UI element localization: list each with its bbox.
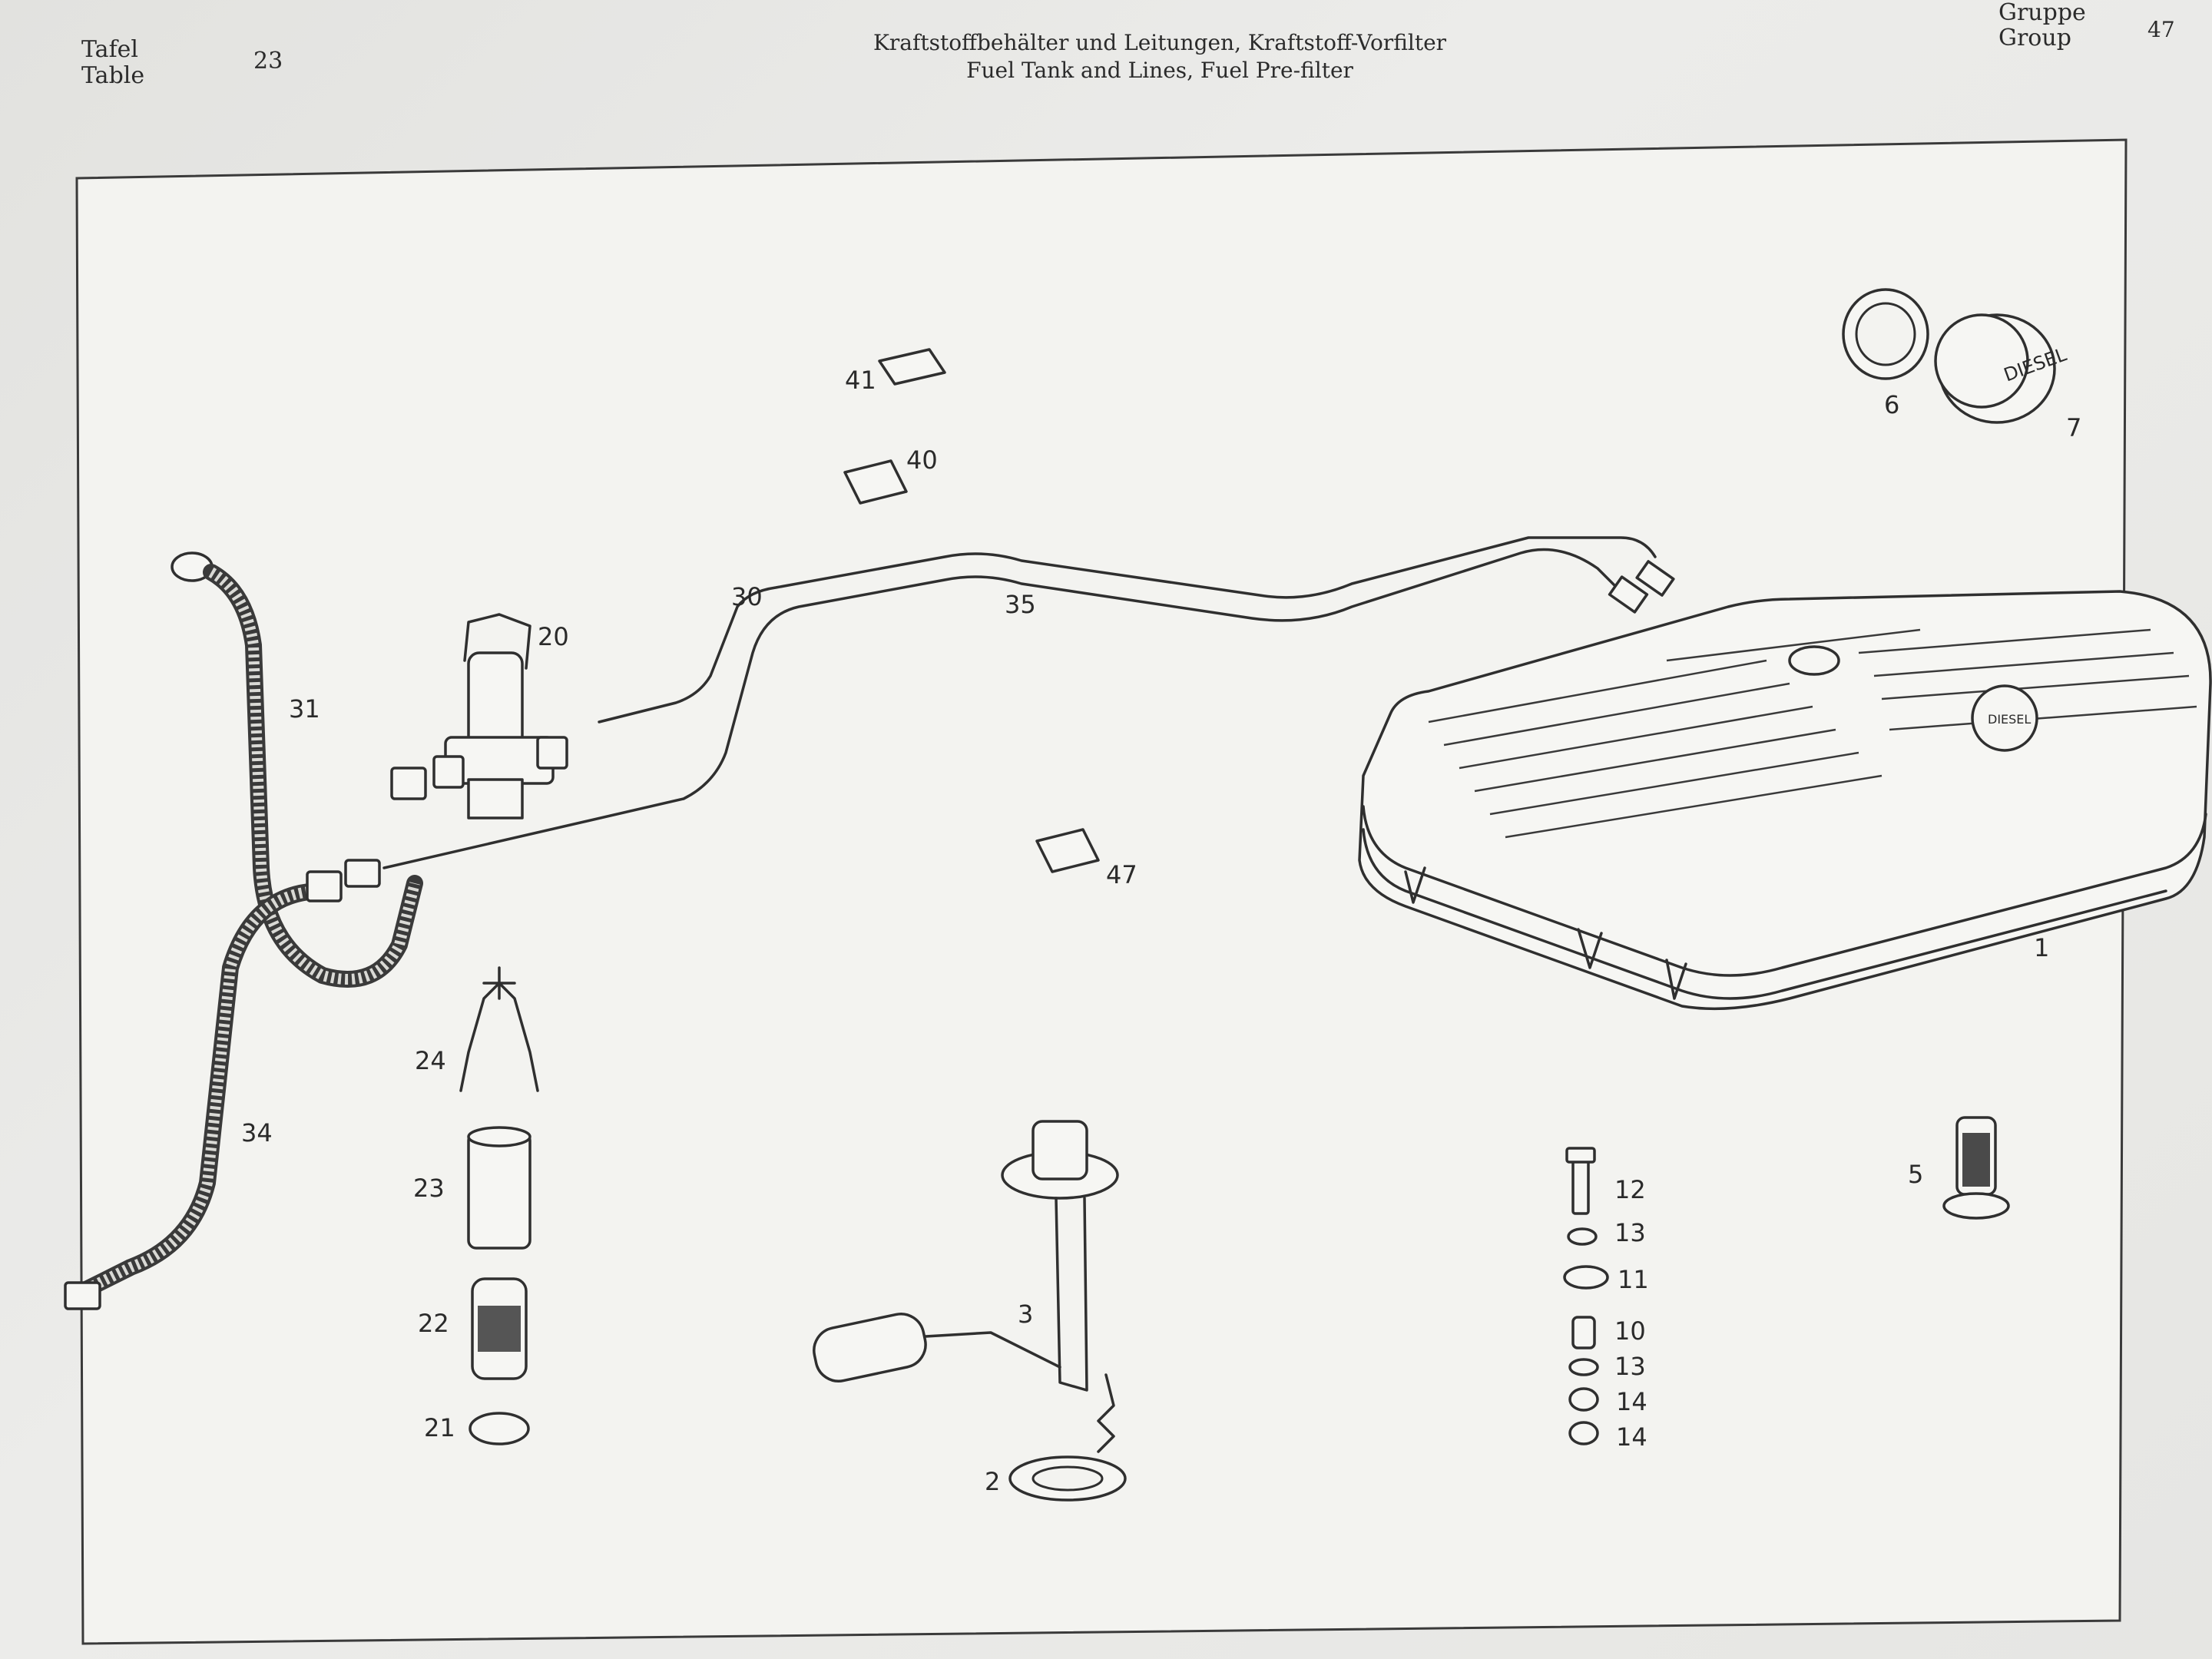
callout-40: 40 — [906, 445, 938, 475]
callout-35: 35 — [1005, 590, 1036, 619]
spacer-10 — [1571, 1316, 1596, 1349]
callout-31: 31 — [289, 694, 320, 724]
callout-3: 3 — [1018, 1300, 1033, 1329]
nut-14 — [1568, 1387, 1599, 1412]
callout-13-lower: 13 — [1614, 1352, 1646, 1381]
fasteners — [1563, 1147, 1609, 1445]
group-number: 47 — [2147, 17, 2175, 42]
callout-34: 34 — [241, 1118, 273, 1147]
clip-41 — [878, 348, 946, 386]
filter-mesh — [478, 1306, 521, 1352]
tank-filler-neck — [1788, 645, 1840, 676]
callout-1: 1 — [2034, 933, 2049, 962]
callout-11: 11 — [1618, 1265, 1649, 1294]
nut-14b — [1568, 1421, 1599, 1445]
callout-22: 22 — [418, 1309, 449, 1338]
filter-bracket-24 — [459, 966, 539, 1092]
callout-47: 47 — [1106, 860, 1137, 889]
callout-23: 23 — [413, 1174, 445, 1203]
pre-filter-outlet — [536, 736, 568, 770]
clip-47 — [1035, 828, 1100, 873]
filter-sleeve-23 — [467, 1131, 531, 1250]
tank-cap-stamp: DIESEL — [1988, 712, 2031, 727]
line-union-nut — [344, 859, 381, 888]
diesel-filler-cap-7: DIESEL — [1934, 313, 2070, 424]
clip-40 — [843, 459, 908, 505]
washer-11 — [1563, 1265, 1609, 1290]
page-title: Kraftstoffbehälter und Leitungen, Krafts… — [814, 29, 1505, 84]
filter-parts — [459, 966, 539, 1445]
callout-7: 7 — [2066, 413, 2081, 442]
title-german: Kraftstoffbehälter und Leitungen, Krafts… — [873, 30, 1447, 55]
callout-12: 12 — [1614, 1175, 1646, 1204]
hose-end-nut — [64, 1281, 101, 1310]
fuel-level-sender — [813, 1120, 1127, 1502]
fuel-lines — [382, 536, 1675, 869]
group-label: Gruppe Group — [1998, 0, 2086, 51]
callout-41: 41 — [845, 366, 876, 395]
callout-5: 5 — [1908, 1160, 1923, 1189]
hose-union-nut — [306, 870, 343, 902]
table-label: Tafel Table — [81, 36, 145, 89]
callout-30: 30 — [731, 582, 763, 611]
tank-filler-cap — [1971, 684, 2038, 752]
tank-strainer-5 — [1942, 1116, 2010, 1220]
callout-24: 24 — [415, 1046, 446, 1075]
callout-14-lower: 14 — [1616, 1422, 1647, 1452]
washer-13 — [1567, 1227, 1598, 1246]
line-fitting-left — [1608, 575, 1649, 614]
diagram-frame — [75, 138, 2128, 1645]
filter-seal-21 — [469, 1412, 530, 1445]
callout-20: 20 — [538, 622, 569, 651]
hoses — [64, 551, 427, 1310]
pre-filter-inlet-nut — [390, 767, 427, 800]
callout-21: 21 — [424, 1413, 455, 1442]
title-english: Fuel Tank and Lines, Fuel Pre-filter — [966, 58, 1353, 83]
fuel-pre-filter — [432, 613, 568, 820]
pre-filter-base — [467, 778, 524, 820]
washer-13b — [1568, 1358, 1599, 1376]
hose-34 — [76, 882, 331, 1299]
callout-10: 10 — [1614, 1316, 1646, 1346]
callout-14-upper: 14 — [1616, 1387, 1647, 1416]
pre-filter-inlet — [432, 755, 465, 789]
table-number: 23 — [253, 48, 283, 75]
callout-13-upper: 13 — [1614, 1218, 1646, 1247]
callout-6: 6 — [1884, 390, 1899, 419]
line-fitting-right — [1635, 560, 1675, 597]
callout-2: 2 — [985, 1467, 1000, 1496]
fuel-tank: DIESEL — [1358, 590, 2212, 1011]
